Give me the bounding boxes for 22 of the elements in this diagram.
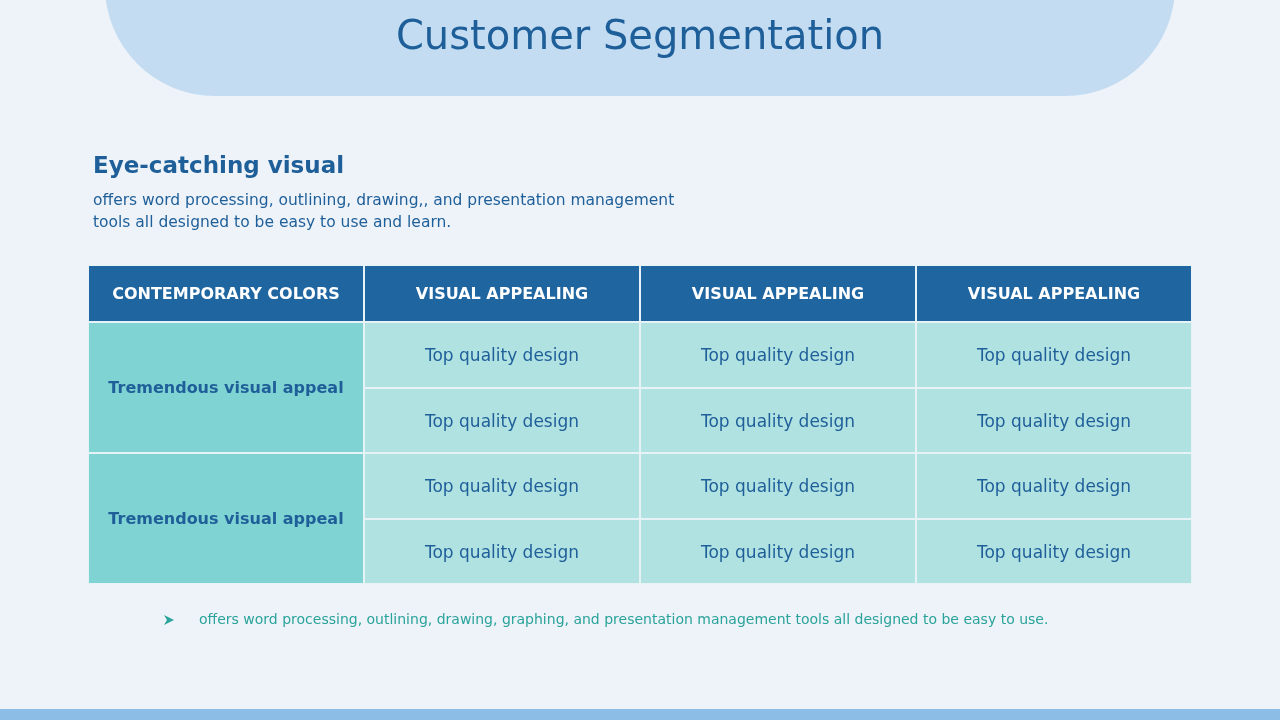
table-cell: Top quality design [640,519,916,584]
column-header: VISUAL APPEALING [640,265,916,322]
column-header: VISUAL APPEALING [364,265,640,322]
table-cell: Top quality design [916,519,1192,584]
column-header: VISUAL APPEALING [916,265,1192,322]
intro-paragraph: offers word processing, outlining, drawing,, and presentation management tools all designed to be easy to use and learn. [93,190,676,233]
column-header: CONTEMPORARY COLORS [88,265,364,322]
footnote: offers word processing, outlining, drawing, graphing, and presentation management tools all designed to be easy to use. [199,611,1049,627]
table-cell: Top quality design [640,322,916,388]
table-cell: Top quality design [364,322,640,388]
table-cell: Top quality design [364,388,640,453]
table-cell: Top quality design [364,453,640,519]
table-cell: Top quality design [916,322,1192,388]
table-cell: Top quality design [364,519,640,584]
section-heading: Eye-catching visual [93,152,345,178]
table-cell: Top quality design [916,388,1192,453]
table-cell: Top quality design [916,453,1192,519]
table-cell: Top quality design [640,388,916,453]
row-header: Tremendous visual appeal [88,453,364,584]
slide-title: Customer Segmentation [394,12,886,58]
table-cell: Top quality design [640,453,916,519]
row-header: Tremendous visual appeal [88,322,364,453]
